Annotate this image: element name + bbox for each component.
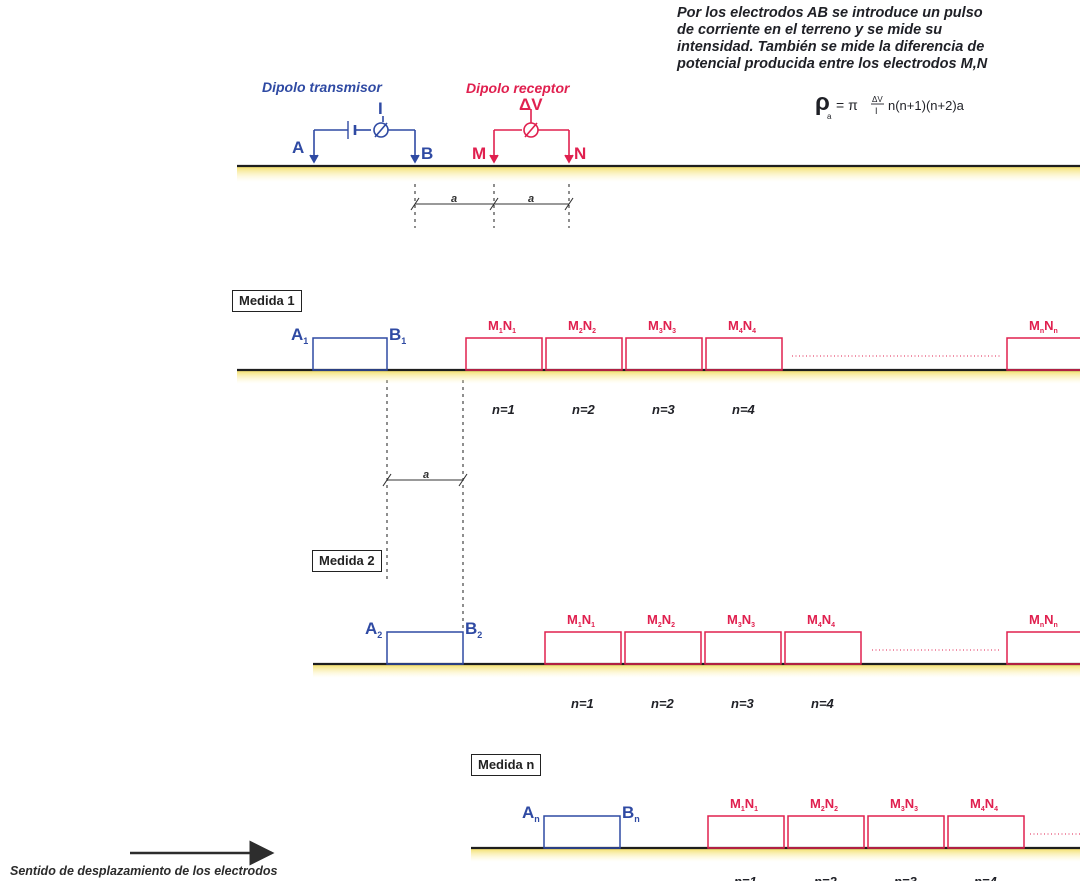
n-label-3: n=3 [652,402,676,417]
top-spacing-label-1: a [451,193,457,205]
receiver-pair-label-4: M4N4 [807,612,835,629]
receiver-dipole-3 [867,815,945,849]
current-label: I [378,99,383,118]
electrode-a-label: A2 [365,619,382,640]
electrode-b-label: B1 [389,325,406,346]
electrode-b-label: Bn [622,803,640,824]
n-label-2: n=2 [572,402,596,417]
description-line-2: de corriente en el terreno y se mide su [677,22,943,38]
receiver-dipole-1 [544,631,622,665]
receiver-dipole-4 [784,631,862,665]
electrode-b-label: B2 [465,619,482,640]
medida-1-label: Medida 1 [232,290,302,312]
medida-2-label: Medida 2 [312,550,382,572]
formula-eq-pi: = π [836,97,858,113]
electrode-n-label: N [574,144,586,163]
n-label-4: n=4 [732,402,756,417]
receiver-pair-label-3: M3N3 [648,318,676,335]
receiver-pair-label-2: M2N2 [568,318,596,335]
n-label-1: n=1 [492,402,515,417]
method-description: Por los electrodos AB se introduce un pu… [677,5,1080,73]
receiver-dipole-1 [465,337,543,371]
n-label-4: n=4 [974,874,998,881]
receiver-label: Dipolo receptor [466,80,571,96]
ground-strip [237,370,1080,384]
receiver-pair-label-1: M1N1 [730,796,758,813]
receiver-pair-label-1: M1N1 [488,318,516,335]
apparent-resistivity-formula: ρ a = π ΔV I n(n+1)(n+2)a [815,89,965,121]
receiver-dipole-4 [705,337,783,371]
formula-tail: n(n+1)(n+2)a [888,98,965,113]
top-dipole-schematic: Dipolo transmisor Dipolo receptor I ΔV A… [237,79,1080,228]
receiver-dipole-2 [624,631,702,665]
transmitter-dipole [386,631,464,665]
receiver-pair-label-last: MnNn [1029,612,1058,629]
receiver-dipole-3 [704,631,782,665]
transmitter-label: Dipolo transmisor [262,79,383,95]
transmitter-circuit [309,116,420,164]
receiver-dipole-last [1006,337,1080,371]
receiver-pair-label-2: M2N2 [647,612,675,629]
receiver-dipole-2 [545,337,623,371]
top-spacing-label-2: a [528,193,534,205]
electrode-a-label: A [292,138,304,157]
formula-frac-den: I [875,106,878,116]
formula-rho: ρ [815,89,830,116]
n-label-1: n=1 [734,874,757,881]
measurement-row-1: A1 B1 M1N1 n=1 M2N2 n=2 M3N3 n=3 M4N4 n=4 MnNn [237,318,1080,417]
n-label-2: n=2 [651,696,675,711]
direction-label: Sentido de desplazamiento de los electro… [10,864,278,878]
electrode-b-label: B [421,144,433,163]
n-label-3: n=3 [894,874,918,881]
receiver-pair-label-1: M1N1 [567,612,595,629]
shift-dimension [382,380,468,632]
receiver-dipole-2 [787,815,865,849]
transmitter-dipole [312,337,388,371]
receiver-pair-label-3: M3N3 [890,796,918,813]
shift-spacing-label: a [423,469,429,481]
electrode-a-label: A1 [291,325,308,346]
formula-frac-num: ΔV [872,95,883,104]
n-label-4: n=4 [811,696,835,711]
electrode-a-label: An [522,803,540,824]
receiver-dipole-1 [707,815,785,849]
receiver-circuit [489,109,574,164]
n-label-2: n=2 [814,874,838,881]
ground-strip-top [237,166,1080,182]
description-line-3: intensidad. También se mide la diferenci… [677,39,985,55]
receiver-dipole-4 [947,815,1025,849]
measurement-row-2: A2 B2 M1N1 n=1 M2N2 n=2 M3N3 n=3 M4N4 n=4 MnNn [313,612,1080,711]
n-label-3: n=3 [731,696,755,711]
formula-rho-sub: a [827,112,832,121]
receiver-pair-label-4: M4N4 [728,318,756,335]
top-spacing-dimension [410,184,574,228]
receiver-pair-label-last: MnNn [1029,318,1058,335]
measurement-row-3: An Bn M1N1 n=1 M2N2 n=2 M3N3 n=3 M4N4 n=4 [471,796,1080,881]
description-line-1: Por los electrodos AB se introduce un pu… [677,5,983,21]
receiver-dipole-last [1006,631,1080,665]
ground-strip [471,848,1080,862]
electrode-m-label: M [472,144,486,163]
receiver-pair-label-4: M4N4 [970,796,998,813]
ground-strip [313,664,1080,678]
n-label-1: n=1 [571,696,594,711]
description-line-4: potencial producida entre los electrodos… [677,56,988,72]
receiver-pair-label-3: M3N3 [727,612,755,629]
receiver-dipole-3 [625,337,703,371]
medida-n-label: Medida n [471,754,542,776]
receiver-pair-label-2: M2N2 [810,796,838,813]
voltage-label: ΔV [519,95,543,114]
transmitter-dipole [543,815,621,849]
